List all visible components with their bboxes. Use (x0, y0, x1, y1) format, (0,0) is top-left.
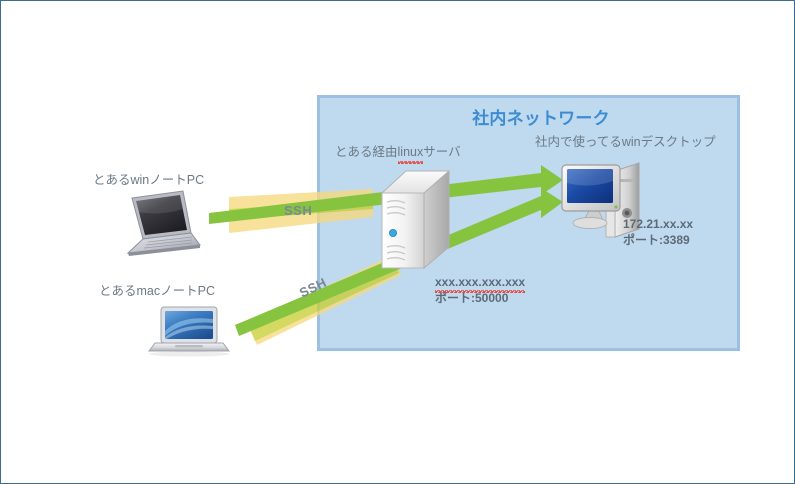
label-linux-server: とある経由linuxサーバ (335, 145, 461, 164)
desktop-port: ポート:3389 (623, 233, 690, 248)
desktop-ip-address: 172.21.xx.xx (623, 217, 694, 231)
server-ip-address: xxx.xxx.xxx.xxx (435, 275, 526, 294)
server-address-block: xxx.xxx.xxx.xxx ポート:50000 (435, 274, 526, 306)
internal-network-title: 社内ネットワーク (472, 109, 610, 128)
label-mac-laptop: とあるmacノートPC (99, 284, 215, 298)
label-win-laptop: とあるwinノートPC (93, 173, 205, 187)
label-win-desktop: 社内で使ってるwinデスクトップ (535, 135, 716, 149)
ssh-label-1: SSH (284, 203, 313, 218)
label-linux-server-spell-error: linux (397, 145, 424, 164)
label-linux-server-prefix: とある経由 (335, 145, 398, 159)
label-linux-server-suffix: サーバ (423, 145, 461, 159)
desktop-address-block: 172.21.xx.xx ポート:3389 (623, 216, 693, 248)
server-port: ポート:50000 (435, 291, 509, 306)
